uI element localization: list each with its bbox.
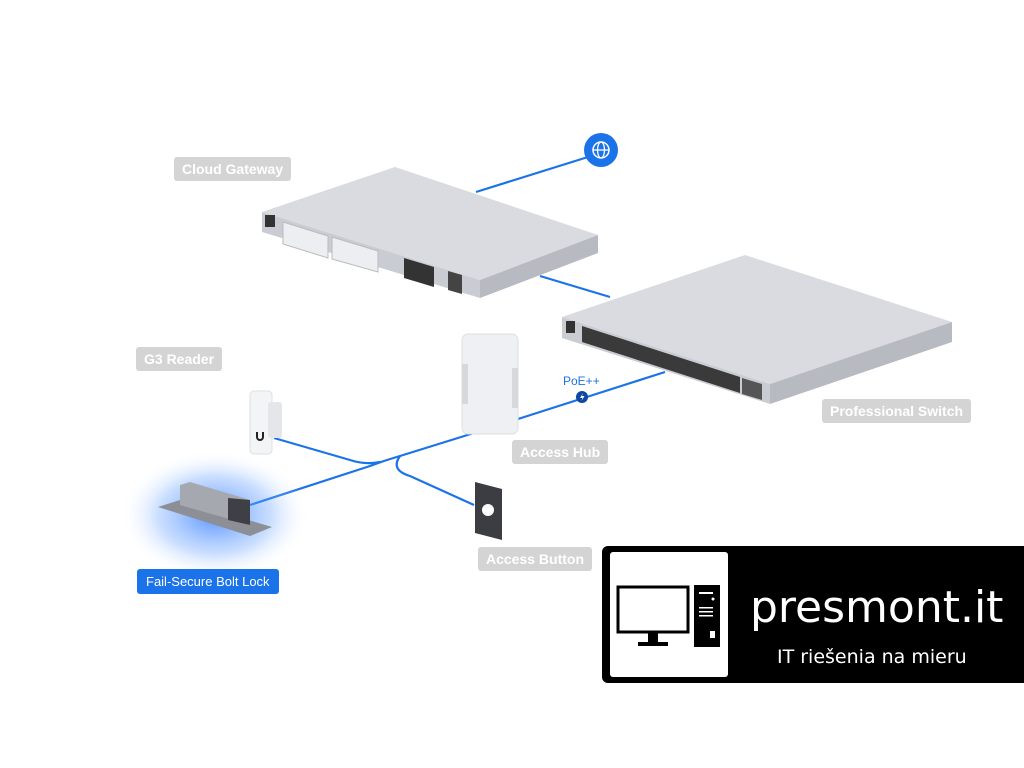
cable-button [395, 455, 475, 507]
cable-reader [273, 436, 381, 465]
poe-label: PoE++ [563, 374, 600, 388]
computer-icon [610, 552, 728, 677]
label-access-hub[interactable]: Access Hub [512, 440, 609, 464]
logo-tagline: IT riešenia na mieru [777, 646, 967, 668]
lightning-icon [576, 391, 588, 403]
bolt-lock-device[interactable] [158, 482, 272, 536]
g3-reader-device[interactable] [249, 390, 282, 455]
presmont-logo-watermark: presmont.it IT riešenia na mieru [602, 546, 1024, 683]
cables [249, 155, 666, 507]
label-access-button[interactable]: Access Button [478, 547, 593, 571]
label-professional-switch[interactable]: Professional Switch [822, 399, 972, 423]
access-hub-device[interactable] [461, 333, 519, 435]
label-bolt-lock[interactable]: Fail-Secure Bolt Lock [137, 569, 279, 594]
cloud-gateway-device[interactable] [262, 167, 598, 298]
logo-name: presmont.it [750, 582, 1004, 633]
access-button-device[interactable] [475, 482, 502, 540]
cable-gateway-switch [539, 274, 611, 299]
cable-internet [475, 155, 589, 194]
label-g3-reader[interactable]: G3 Reader [136, 347, 223, 371]
globe-icon [584, 133, 618, 167]
professional-switch-device[interactable] [562, 255, 952, 404]
label-cloud-gateway[interactable]: Cloud Gateway [174, 157, 292, 181]
cable-switch-hub [517, 370, 666, 421]
